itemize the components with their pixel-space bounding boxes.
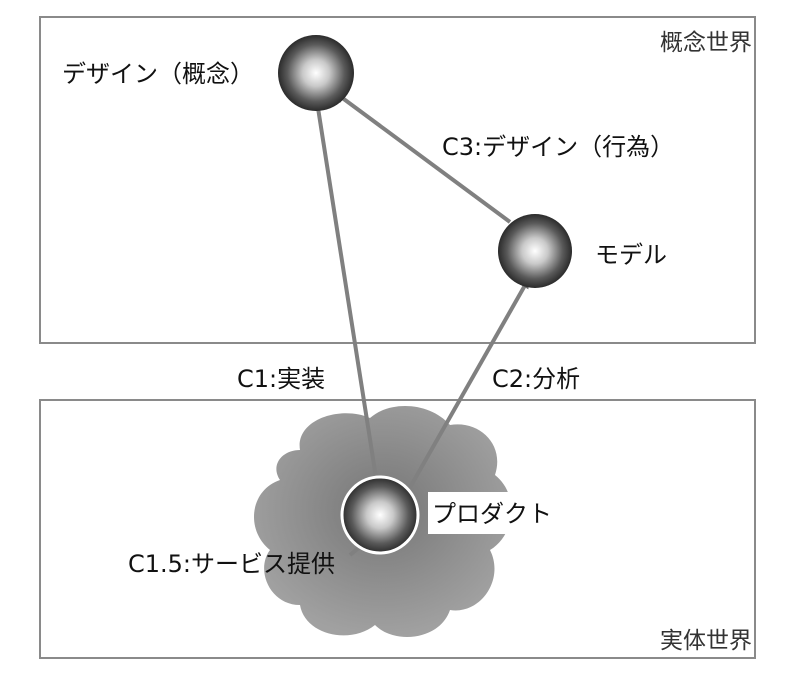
edge-c2-label: C2:分析 bbox=[492, 365, 581, 393]
edge-c1-implementation bbox=[316, 107, 384, 505]
edge-c2-analysis bbox=[398, 278, 530, 506]
node-model bbox=[498, 214, 572, 288]
edge-c3-design-act bbox=[335, 92, 512, 224]
node-product-label: プロダクト bbox=[432, 500, 552, 528]
edge-c3-label: C3:デザイン（行為） bbox=[442, 133, 675, 161]
node-design-concept-label: デザイン（概念） bbox=[62, 60, 254, 88]
edge-c1-label: C1:実装 bbox=[237, 365, 326, 393]
real-world-label: 実体世界 bbox=[660, 628, 752, 654]
concept-world-label: 概念世界 bbox=[660, 30, 752, 56]
node-model-label: モデル bbox=[595, 241, 667, 269]
real-world-frame bbox=[39, 399, 756, 659]
edge-c15-label: C1.5:サービス提供 bbox=[128, 550, 336, 578]
node-design-concept bbox=[278, 35, 354, 111]
product-label-backdrop bbox=[428, 492, 556, 534]
concept-world-frame bbox=[39, 16, 756, 344]
node-product bbox=[340, 475, 420, 555]
